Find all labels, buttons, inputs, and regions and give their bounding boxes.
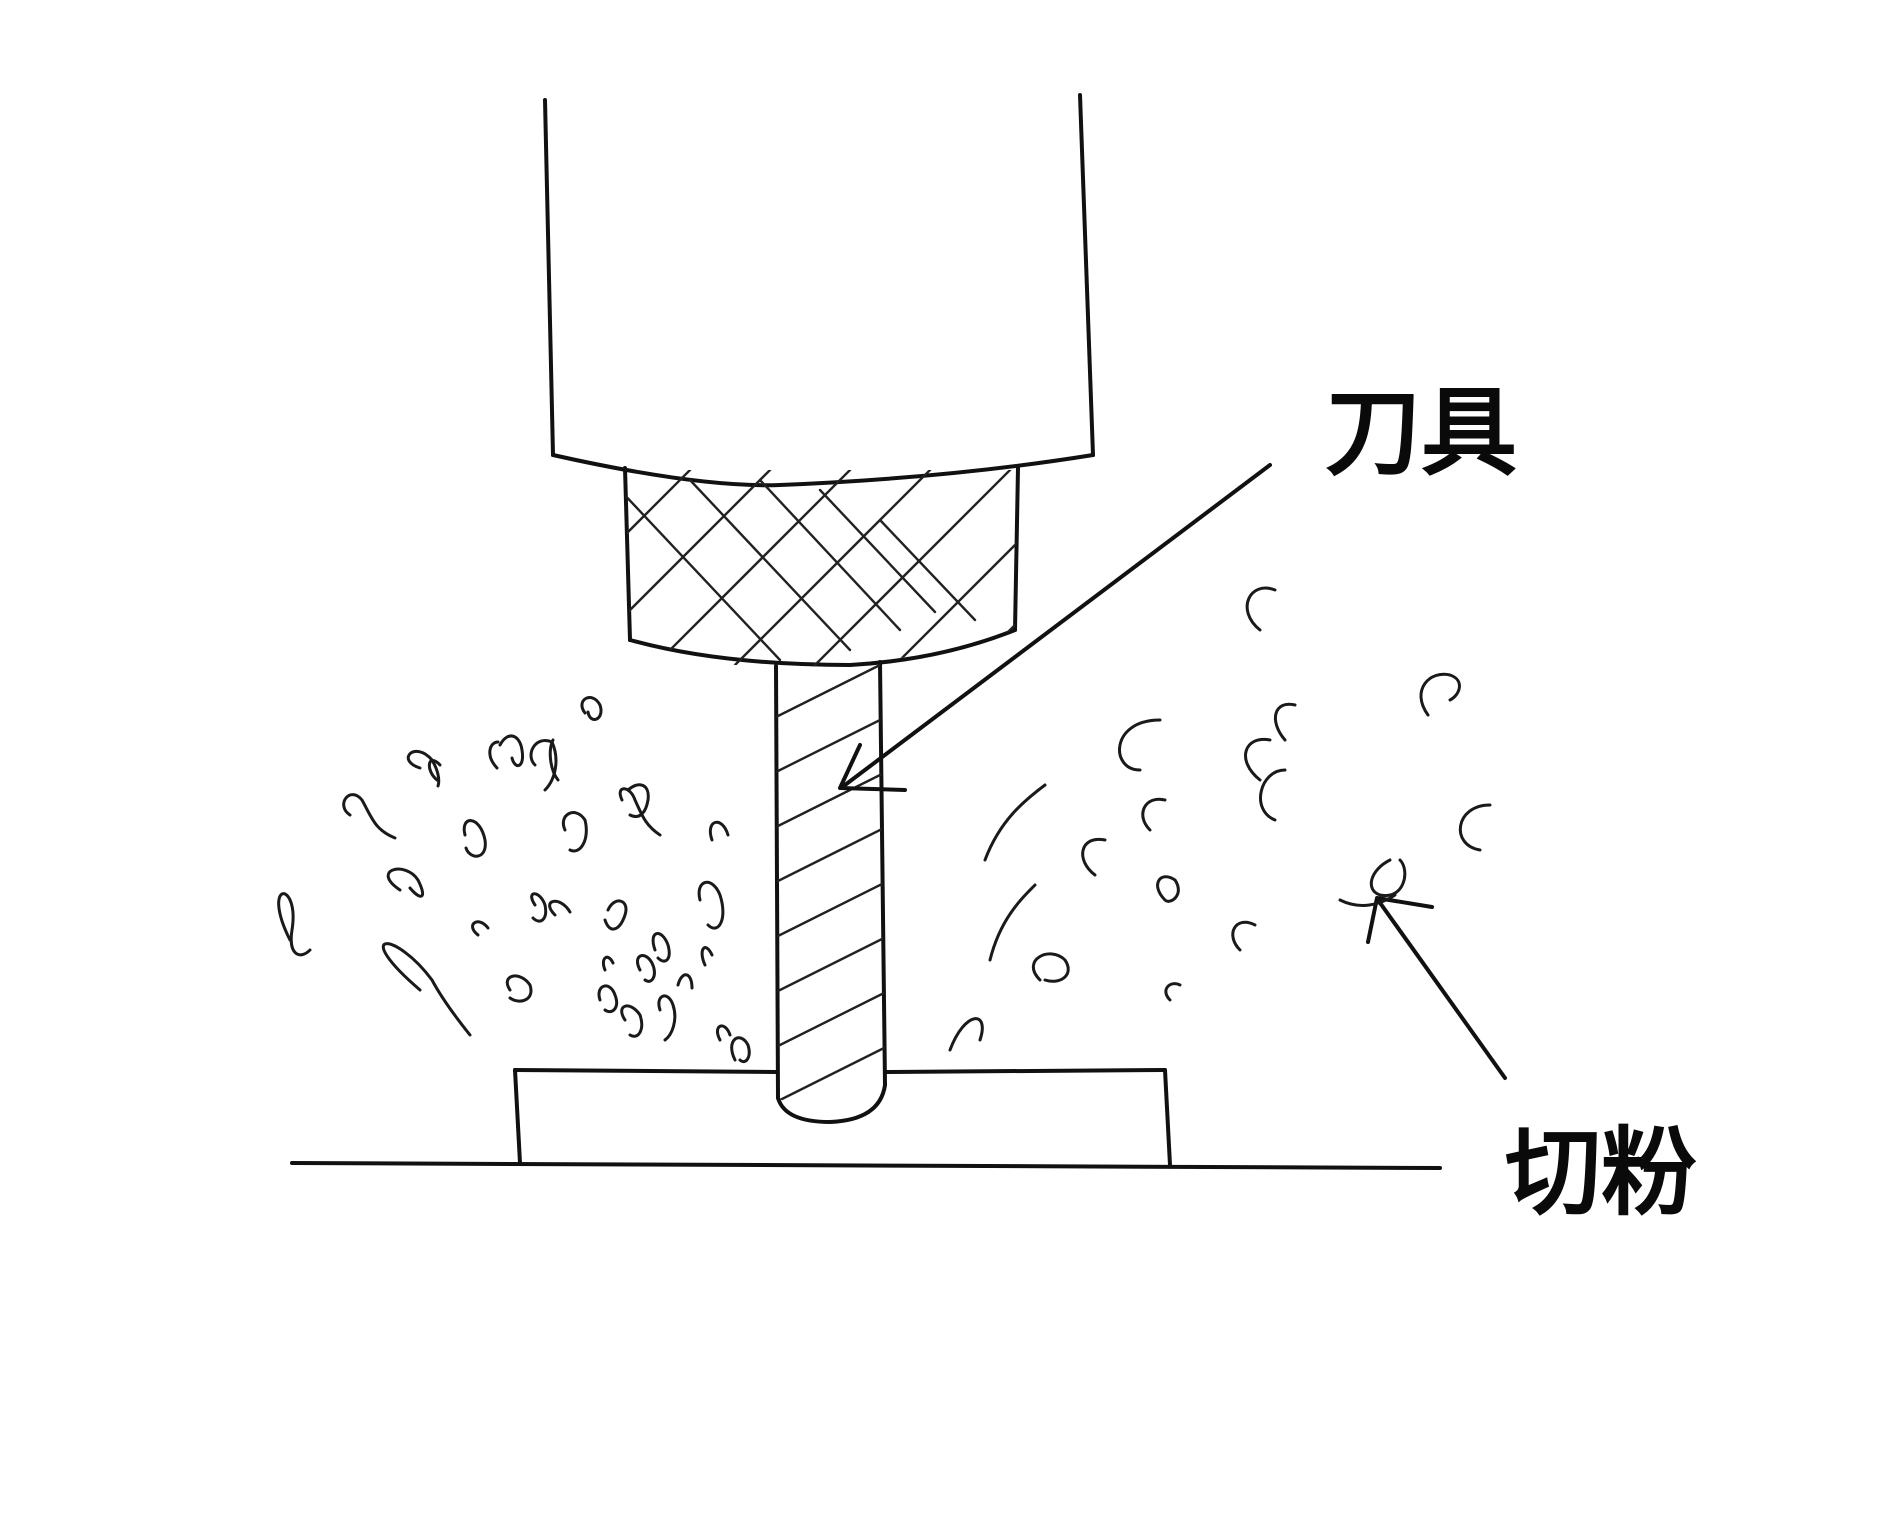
tool-label: 刀具 — [1325, 377, 1517, 489]
workpiece — [513, 1068, 1172, 1167]
spindle-housing — [543, 93, 1095, 488]
collet-hatching — [625, 470, 1018, 667]
tool-hatching — [776, 662, 885, 1112]
tool-leader-arrow — [838, 463, 1272, 792]
chips-right — [948, 586, 1492, 1052]
chips-leader-arrow — [1366, 896, 1507, 1080]
chips-label: 切粉 — [1505, 1117, 1697, 1229]
cutting-tool — [774, 660, 887, 1124]
collet-chuck — [623, 466, 1020, 667]
base-line — [290, 1161, 1442, 1170]
chips-left — [277, 696, 751, 1064]
